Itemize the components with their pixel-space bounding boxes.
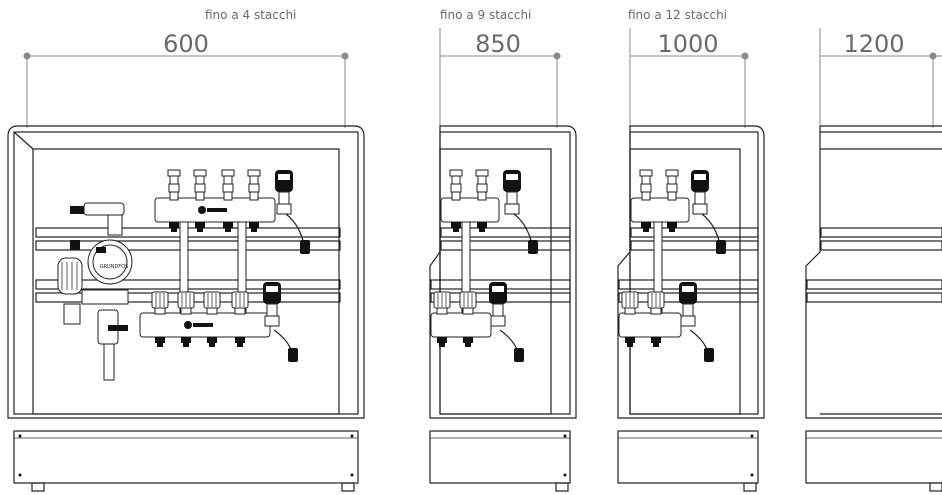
caption-850: fino a 9 stacchi xyxy=(440,8,531,22)
dimension-1200: 1200 xyxy=(819,28,942,128)
pump-brand-label: GRUNDFOS xyxy=(100,264,129,270)
width-label-1200: 1200 xyxy=(843,30,904,58)
dimension-850: 850 xyxy=(439,28,561,128)
width-label-600: 600 xyxy=(163,30,209,58)
caption-600: fino a 4 stacchi xyxy=(205,8,296,22)
caption-1000: fino a 12 stacchi xyxy=(628,8,727,22)
cabinet-850 xyxy=(429,125,577,492)
dimension-600: 600 xyxy=(23,30,349,128)
cabinet-1000 xyxy=(617,125,765,492)
cabinet-1200 xyxy=(805,125,942,492)
pump-group: GRUNDFOS xyxy=(57,202,133,381)
dimension-1000: 1000 xyxy=(629,28,749,128)
width-label-850: 850 xyxy=(475,30,521,58)
width-label-1000: 1000 xyxy=(657,30,718,58)
cabinet-600: GRUNDFOS xyxy=(7,125,365,492)
